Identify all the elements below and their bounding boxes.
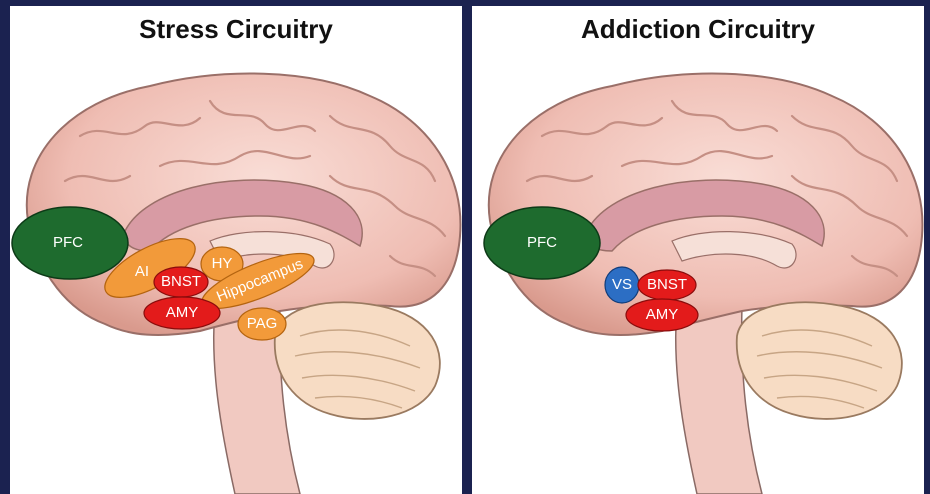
pfc-label: PFC [527,234,557,251]
vs-label: VS [612,276,632,293]
addiction-brain-diagram: PFC VS BNST AMY [472,6,924,494]
addiction-panel: Addiction Circuitry [472,6,924,494]
cerebellum [275,302,440,419]
ai-label: AI [135,263,149,280]
bnst-label: BNST [647,276,687,293]
pfc-label: PFC [53,234,83,251]
stress-panel: Stress Circuitry [10,6,462,494]
amy-label: AMY [646,306,679,323]
hy-label: HY [212,255,233,272]
amy-label: AMY [166,304,199,321]
pag-label: PAG [247,315,278,332]
bnst-label: BNST [161,273,201,290]
stress-brain-diagram: PFC AI HY Hippocampus BNST AMY PAG [10,6,462,494]
cerebellum [737,302,902,419]
